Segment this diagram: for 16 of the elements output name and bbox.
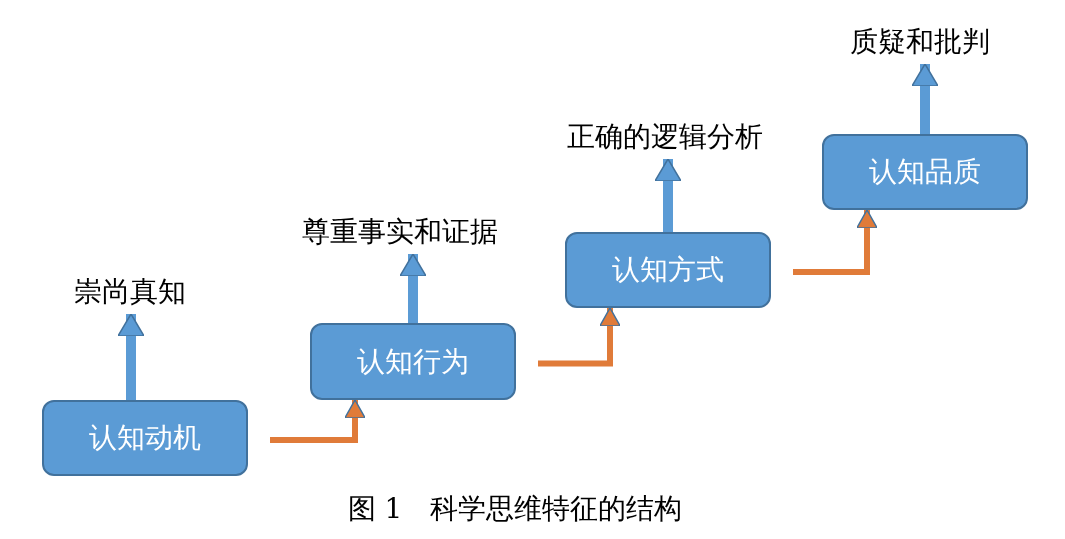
block-arrow bbox=[911, 63, 939, 134]
figure-caption: 图 1 科学思维特征的结构 bbox=[346, 491, 684, 527]
outcome-text: 尊重事实和证据 bbox=[265, 212, 535, 252]
bent-arrow bbox=[793, 209, 878, 275]
process-box: 认知动机 bbox=[42, 400, 248, 476]
bent-arrow bbox=[270, 399, 366, 443]
process-box: 认知行为 bbox=[310, 323, 516, 400]
block-arrow bbox=[117, 313, 145, 400]
outcome-text: 质疑和批判 bbox=[820, 22, 1020, 62]
outcome-text: 崇尚真知 bbox=[50, 272, 210, 312]
process-box: 认知品质 bbox=[822, 134, 1028, 210]
block-arrow bbox=[654, 158, 682, 232]
process-box: 认知方式 bbox=[565, 232, 771, 308]
bent-arrow bbox=[538, 307, 621, 367]
outcome-text: 正确的逻辑分析 bbox=[530, 117, 800, 157]
block-arrow bbox=[399, 253, 427, 323]
